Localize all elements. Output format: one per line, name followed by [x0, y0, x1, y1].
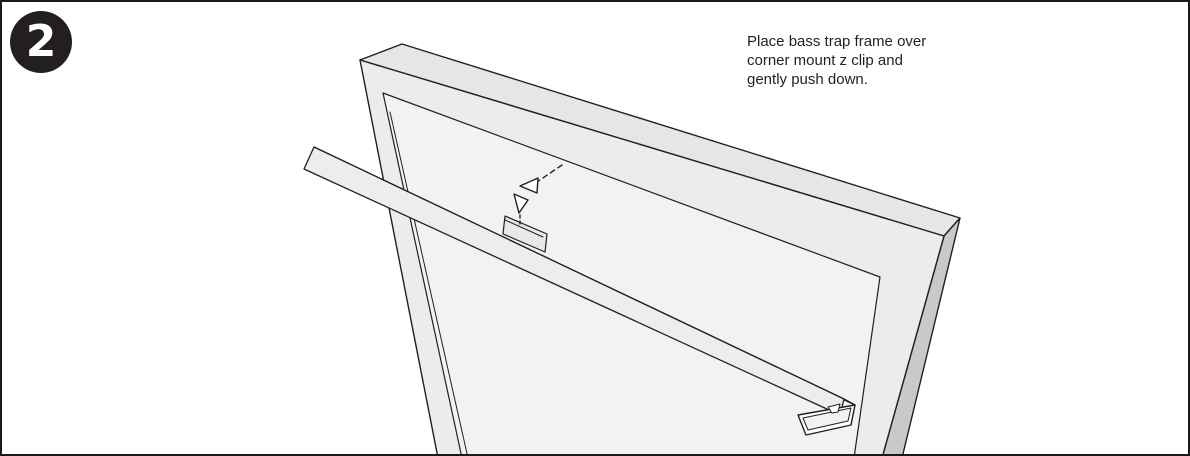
step-number-badge: 2: [10, 11, 72, 73]
dashed-guide-line: [533, 164, 563, 185]
arrow-down-icon: [513, 193, 529, 214]
panel-inner-lip: [389, 111, 468, 454]
movement-arrows: [513, 164, 563, 225]
instruction-text: Place bass trap frame over corner mount …: [747, 32, 987, 89]
bass-trap-panel: [359, 43, 961, 454]
instruction-line: Place bass trap frame over: [747, 33, 927, 50]
instruction-line: gently push down.: [747, 71, 868, 88]
instruction-line: corner mount z clip and: [747, 52, 903, 69]
rail-end-clip: [827, 403, 841, 414]
z-clip: [502, 215, 548, 253]
z-clip-body: [502, 215, 548, 253]
arrow-left-icon: [519, 177, 539, 194]
z-clip-lip: [504, 219, 544, 238]
wall-rail: [303, 146, 856, 436]
